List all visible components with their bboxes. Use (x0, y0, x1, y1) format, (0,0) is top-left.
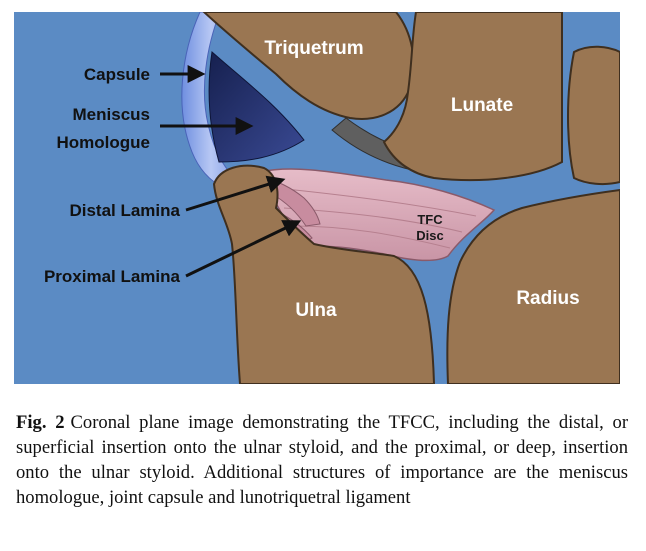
capsule-callout: Capsule (84, 65, 150, 84)
tfc-disc-label-line2: Disc (416, 228, 443, 243)
proximal-lamina-callout: Proximal Lamina (44, 267, 181, 286)
figure-label: Fig. 2 (16, 412, 65, 433)
meniscus-callout-line2: Homologue (57, 133, 151, 152)
radius-bone (446, 188, 620, 384)
meniscus-callout-line1: Meniscus (73, 105, 150, 124)
triquetrum-label: Triquetrum (264, 38, 363, 59)
radius-label: Radius (516, 288, 579, 309)
tfcc-diagram: Triquetrum Lunate Ulna Radius TFC Disc C… (14, 12, 620, 384)
capitate-partial-bone (567, 45, 620, 186)
tfc-disc-label-line1: TFC (417, 212, 443, 227)
distal-lamina-callout: Distal Lamina (69, 201, 180, 220)
distal-lamina-arrow (185, 175, 286, 212)
figure-caption-text: Coronal plane image demonstrating the TF… (16, 412, 629, 508)
meniscus-homologue-shape (208, 51, 305, 163)
lunate-label: Lunate (451, 95, 513, 116)
ulna-label: Ulna (295, 300, 337, 321)
proximal-lamina-arrow (185, 220, 302, 278)
lunate-bone (382, 12, 563, 182)
